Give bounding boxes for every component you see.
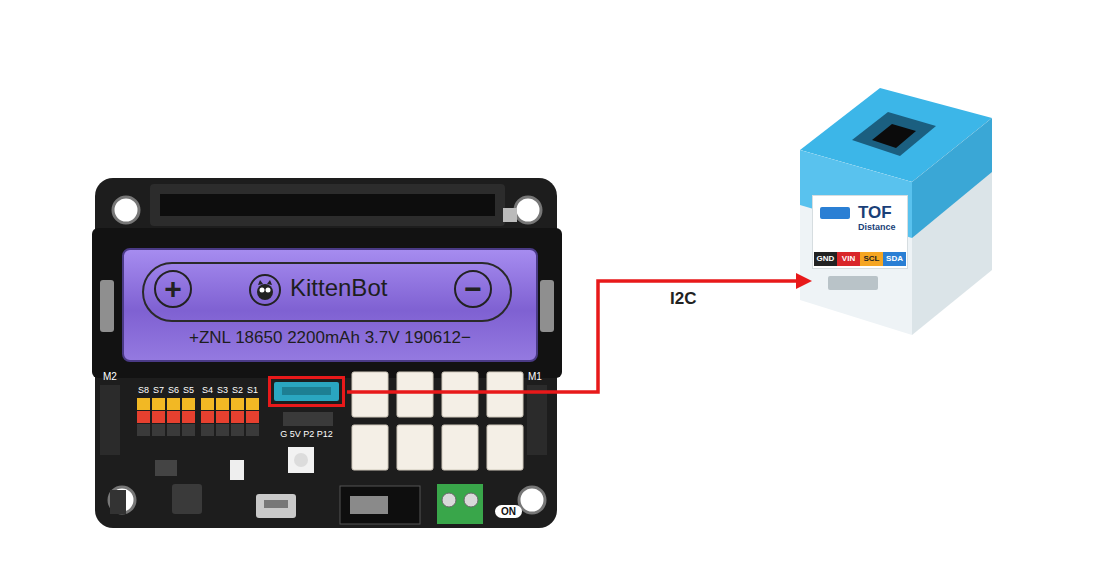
button <box>503 208 517 222</box>
pin <box>216 424 229 436</box>
pin <box>152 424 165 436</box>
jst <box>352 372 388 417</box>
mount-hole <box>109 487 135 513</box>
pin-vin: VIN <box>837 252 860 266</box>
battery-holder <box>92 228 562 378</box>
jst <box>397 425 433 470</box>
servo-label: S3 <box>217 385 228 395</box>
pin <box>246 398 259 410</box>
servo-label: S5 <box>183 385 194 395</box>
pin <box>137 411 150 423</box>
pin <box>152 411 165 423</box>
arrow-head <box>796 273 812 289</box>
power-switch <box>340 486 420 524</box>
sensor-lens <box>872 124 916 148</box>
chip <box>230 460 244 480</box>
jst <box>442 425 478 470</box>
servo-label: S8 <box>138 385 149 395</box>
brand-name: KittenBot <box>290 274 387 302</box>
pin <box>246 411 259 423</box>
port-pin-names: G 5V P2 P12 <box>268 429 345 439</box>
servo-label: S4 <box>202 385 213 395</box>
i2c-port: G 5V P2 P12 <box>268 376 347 444</box>
pin <box>201 398 214 410</box>
servo-pins <box>137 398 259 436</box>
chip <box>155 460 177 476</box>
mount-hole <box>515 197 541 223</box>
servo-label: S1 <box>247 385 258 395</box>
i2c-connector-slot <box>282 387 331 395</box>
screw <box>442 493 456 507</box>
pin <box>246 424 259 436</box>
pin <box>216 398 229 410</box>
sensor-front <box>800 150 912 335</box>
mount-hole <box>113 197 139 223</box>
edge-slot-inner <box>160 194 495 216</box>
pin <box>182 411 195 423</box>
sensor-type: Distance <box>858 222 896 232</box>
sensor-window <box>852 112 936 156</box>
sensor-lid-side <box>912 118 992 238</box>
screw-terminal <box>437 484 483 524</box>
usb-port <box>256 494 296 518</box>
pin <box>201 411 214 423</box>
jst <box>397 372 433 417</box>
tof-sensor: TOFDistanceGNDVINSCLSDA <box>812 195 908 295</box>
jst <box>442 372 478 417</box>
power-label: ON <box>495 505 522 518</box>
sensor-port <box>828 276 878 290</box>
pin <box>167 424 180 436</box>
pin <box>231 411 244 423</box>
usb-port-slot <box>264 500 288 508</box>
pin <box>137 424 150 436</box>
header-label: M2 <box>103 371 117 382</box>
pin <box>231 398 244 410</box>
servo-label: S2 <box>232 385 243 395</box>
edge-slot <box>150 184 505 226</box>
owl-logo <box>248 273 282 307</box>
battery-spec: +ZNL 18650 2200mAh 3.7V 190612− <box>124 328 536 348</box>
pin-sda: SDA <box>883 252 906 266</box>
highlight-box <box>268 376 345 407</box>
inductor <box>172 484 202 514</box>
diode <box>110 490 126 514</box>
servo-label: S6 <box>168 385 179 395</box>
rgb-led-lens <box>294 453 308 467</box>
pin <box>167 411 180 423</box>
i2c-connector <box>274 382 339 401</box>
sensor-side <box>912 118 992 335</box>
pin <box>216 411 229 423</box>
pin-scl: SCL <box>860 252 883 266</box>
battery-contact <box>540 280 554 332</box>
switch-slider <box>350 496 388 514</box>
mount-hole <box>519 487 545 513</box>
motor-header <box>527 385 547 455</box>
pin <box>167 398 180 410</box>
pin <box>152 398 165 410</box>
screw <box>464 493 478 507</box>
rgb-led <box>288 447 314 473</box>
sensor-name: TOF <box>858 203 892 223</box>
minus-sign: − <box>454 270 492 308</box>
pin <box>182 424 195 436</box>
jst <box>487 425 523 470</box>
plus-sign: + <box>154 270 192 308</box>
pin-gnd: GND <box>814 252 837 266</box>
jst-connectors <box>352 372 523 470</box>
pin <box>201 424 214 436</box>
pin <box>182 398 195 410</box>
jst <box>352 425 388 470</box>
jst <box>487 372 523 417</box>
header-label: M1 <box>528 371 542 382</box>
servo-label: S7 <box>153 385 164 395</box>
sensor-icon <box>820 207 850 219</box>
battery-contact <box>100 280 114 332</box>
pin-header <box>283 412 333 426</box>
pin <box>231 424 244 436</box>
connector-label: I2C <box>668 289 698 309</box>
motor-header <box>100 385 120 455</box>
battery: + KittenBot − +ZNL 18650 2200mAh 3.7V 19061… <box>122 248 538 362</box>
pin <box>137 398 150 410</box>
